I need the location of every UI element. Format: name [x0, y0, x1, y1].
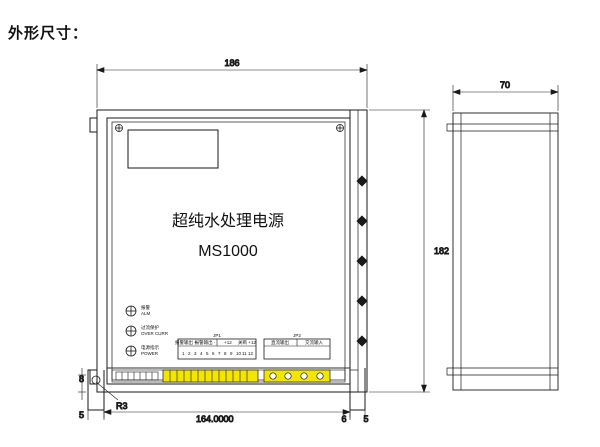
jp1-pin-1: 1: [182, 351, 185, 356]
dim-bottom-right-5: 5: [363, 414, 368, 424]
indicator-label-power-cn: 电源指示: [141, 344, 159, 351]
jp1-pin-10: 10: [236, 351, 242, 356]
jp1-pin-5: 5: [206, 351, 209, 356]
jp1-pin-8: 8: [224, 351, 227, 356]
jp1-label-2: +12: [224, 340, 232, 345]
product-title: 超纯水处理电源: [172, 212, 284, 230]
indicator-label-overcurrent-cn: 过流保护: [141, 324, 159, 331]
jp1-label-1: 报警输出 -: [195, 339, 216, 346]
jp1-label-0: 报警输出 +: [175, 339, 197, 346]
jp1-pin-6: 6: [212, 351, 215, 356]
indicator-label-power-en: POWER: [141, 351, 159, 356]
jp2-header: JP2: [293, 333, 301, 338]
jp1-pin-4: 4: [200, 351, 203, 356]
jp1-pin-7: 7: [218, 351, 221, 356]
page-title: 外形尺寸：: [8, 25, 89, 42]
jp1-label-3: 关断 +12: [238, 339, 256, 346]
jp1-pin-2: 2: [188, 351, 191, 356]
jp1-pin-9: 9: [230, 351, 233, 356]
jp1-pin-12: 12: [248, 351, 254, 356]
jp1-header: JP1: [213, 333, 221, 338]
dim-top-width: 186: [224, 58, 239, 68]
jp1-pin-3: 3: [194, 351, 197, 356]
indicator-label-alarm-en: ALM: [141, 311, 151, 316]
indicator-label-overcurrent-en: OVER CURR: [141, 331, 169, 336]
jp2-label-0: 直流输出: [271, 339, 289, 346]
dim-left-5: 5: [79, 410, 84, 420]
dim-radius-r3: R3: [116, 401, 128, 411]
product-model: MS1000: [198, 243, 258, 260]
dim-right-height: 182: [434, 246, 449, 256]
indicator-label-alarm-cn: 报警: [141, 304, 150, 311]
jp2-label-1: 交流输入: [305, 339, 323, 346]
dim-bottom-width: 164.0000: [196, 414, 234, 424]
dim-left-8: 8: [79, 374, 84, 384]
dim-bottom-right-6: 6: [341, 414, 346, 424]
jp1-pin-11: 11: [242, 351, 247, 356]
dim-side-width: 70: [500, 80, 510, 90]
